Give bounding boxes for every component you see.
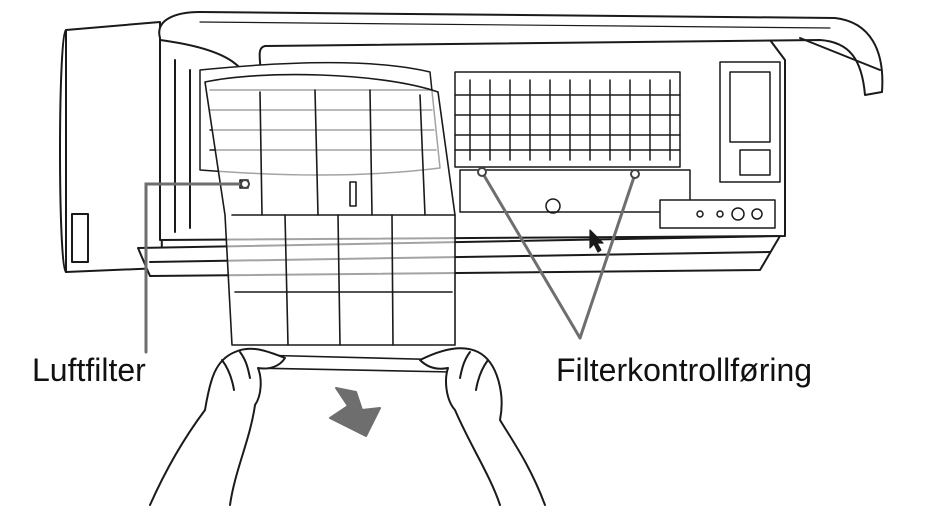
arrow-down-icon bbox=[329, 387, 381, 437]
leader-line-guide-right bbox=[578, 172, 637, 340]
callout-dot bbox=[240, 179, 250, 189]
callout-dot bbox=[477, 167, 487, 177]
left-hand bbox=[149, 347, 286, 506]
filter-guide-label: Filterkontrollføring bbox=[556, 352, 813, 388]
control-board bbox=[454, 61, 781, 229]
right-hand bbox=[419, 347, 546, 506]
callout-dot bbox=[630, 169, 640, 179]
air-filter bbox=[204, 73, 456, 373]
cursor-icon bbox=[589, 229, 604, 253]
air-filter-label: Luftfilter bbox=[32, 352, 146, 388]
leader-line-air-filter bbox=[144, 182, 247, 354]
leader-line-guide-left bbox=[480, 170, 582, 340]
